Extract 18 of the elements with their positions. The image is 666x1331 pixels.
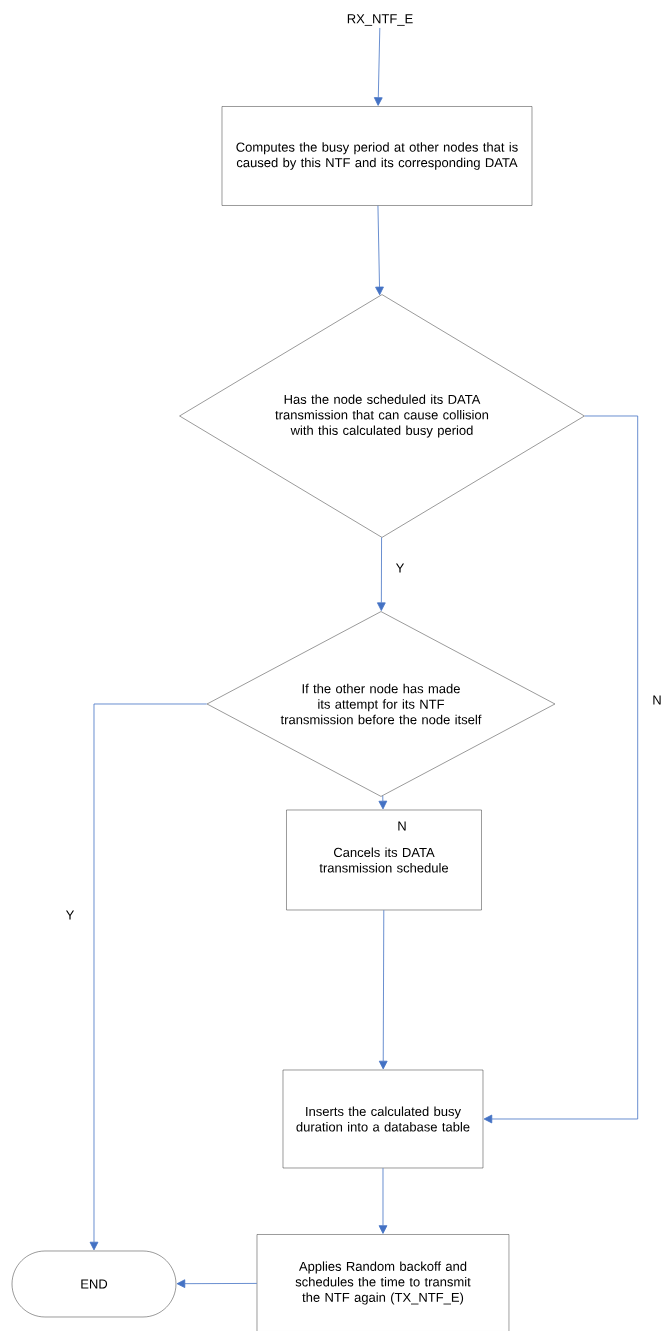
process-box: Applies Random backoff and schedules the time to transmit the NTF again (TX_NTF_E) <box>256 1234 510 1331</box>
end-terminal: END <box>11 1250 177 1318</box>
edge-label: N <box>650 693 664 707</box>
arrow <box>483 415 639 1124</box>
arrow <box>375 205 384 296</box>
arrow <box>176 1279 258 1288</box>
edge-label: N <box>395 819 409 833</box>
arrow <box>378 795 388 810</box>
arrow <box>89 703 208 1251</box>
edge-label: Y <box>63 908 77 922</box>
process-box: Computes the busy period at other nodes that is caused by this NTF and its corresponding DATA <box>221 106 533 206</box>
arrow <box>378 909 388 1070</box>
arrow <box>377 537 386 611</box>
start-label: RX_NTF_E <box>347 14 413 26</box>
process-box: Inserts the calculated busy duration into a database table <box>282 1069 484 1169</box>
arrow <box>373 27 383 106</box>
arrow <box>378 1167 388 1234</box>
edge-label: Y <box>393 561 407 575</box>
